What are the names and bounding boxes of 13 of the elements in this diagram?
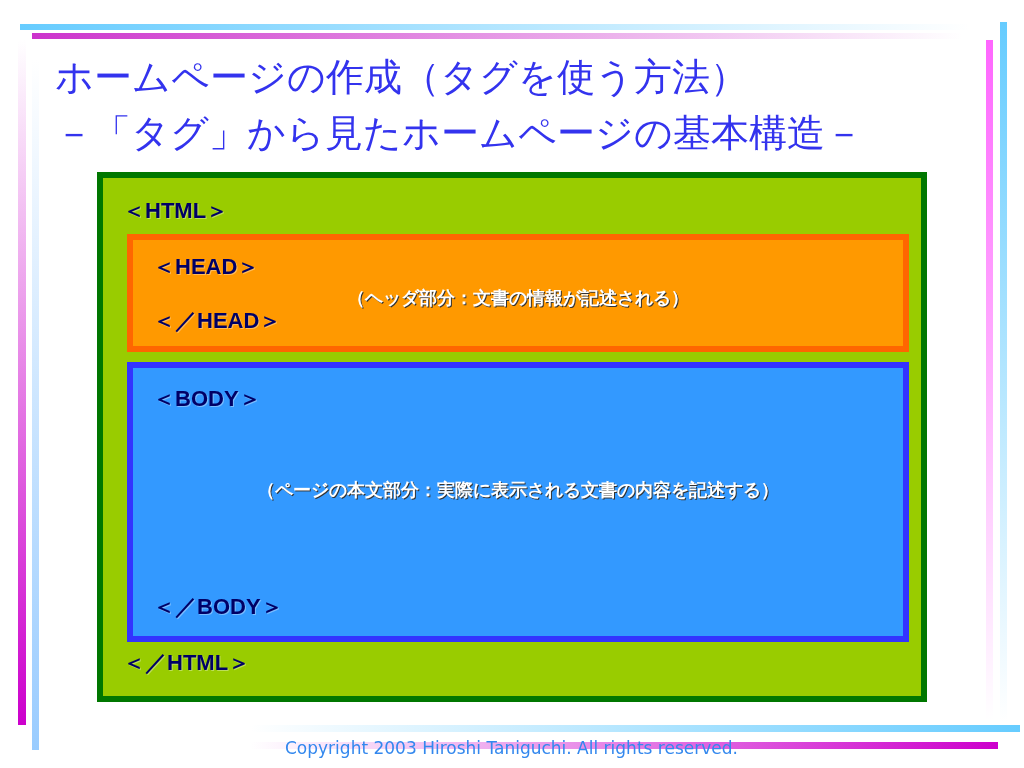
description-text: （ヘッダ部分：文書の情報が記述される） [347,286,689,310]
tag-label: ＜HTML＞ [123,197,229,225]
subtitle: －「タグ」から見たホームページの基本構造－ [55,110,863,157]
html-element-box [97,172,927,702]
tag-label: ＜HEAD＞ [153,253,260,281]
nested-element-box [127,234,909,352]
tag-label: ＜／BODY＞ [153,593,283,621]
description-text: （ページの本文部分：実際に表示される文書の内容を記述する） [257,478,779,502]
nested-element-box [127,362,909,642]
tag-label: ＜／HEAD＞ [153,307,282,335]
title: ホームページの作成（タグを使う方法） [55,54,748,101]
tag-label: ＜BODY＞ [153,385,261,413]
tag-label: ＜／HTML＞ [123,649,251,677]
